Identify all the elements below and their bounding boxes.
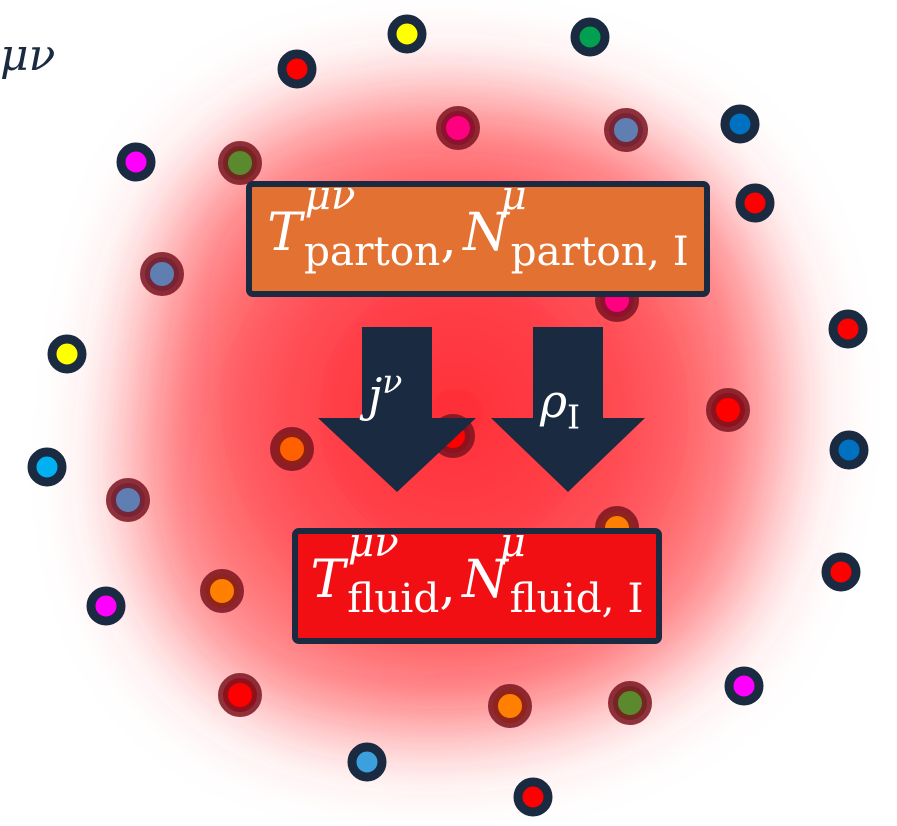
particle — [200, 569, 244, 613]
particle — [821, 552, 861, 592]
particle — [720, 104, 760, 144]
fluid-N-superscript: μ — [499, 517, 526, 566]
particle — [829, 430, 869, 470]
arrow-left-label: jν — [368, 362, 403, 423]
arrow-left-superscript: ν — [382, 362, 403, 401]
parton-N-superscript: μ — [500, 170, 527, 219]
particle — [277, 49, 317, 89]
arrow-right-subscript: I — [567, 397, 581, 437]
particle — [570, 17, 610, 57]
parton-N-subscript: parton, I — [510, 226, 689, 275]
corner-label: μν — [0, 30, 56, 81]
particle — [387, 14, 427, 54]
fluid-T-superscript: μν — [347, 517, 399, 566]
particles — [27, 14, 869, 817]
arrow-left-shape — [318, 327, 476, 492]
particle — [140, 252, 184, 296]
particle — [47, 334, 87, 374]
particle — [218, 673, 262, 717]
particle — [604, 108, 648, 152]
particle — [347, 742, 387, 782]
particle — [608, 681, 652, 725]
particle — [27, 447, 67, 487]
particle — [218, 141, 262, 185]
parton-T-superscript: μν — [304, 170, 356, 219]
particle — [724, 666, 764, 706]
particle — [436, 106, 480, 150]
fluid-comma: , — [439, 556, 456, 616]
fluid-T-subscript: fluid — [347, 573, 440, 622]
arrow-right-shape — [491, 327, 645, 492]
fluid-N-subscript: fluid, I — [509, 573, 644, 622]
particle — [106, 478, 150, 522]
parton-comma: , — [440, 209, 457, 269]
particle — [828, 309, 868, 349]
particle — [513, 777, 553, 817]
arrows — [318, 327, 645, 492]
parton-T-subscript: parton — [303, 226, 441, 275]
particle — [735, 183, 775, 223]
particle — [86, 586, 126, 626]
particle — [706, 388, 750, 432]
particle — [270, 427, 314, 471]
arrow-right-label: ρI — [540, 374, 581, 437]
particle — [116, 142, 156, 182]
particle — [488, 684, 532, 728]
